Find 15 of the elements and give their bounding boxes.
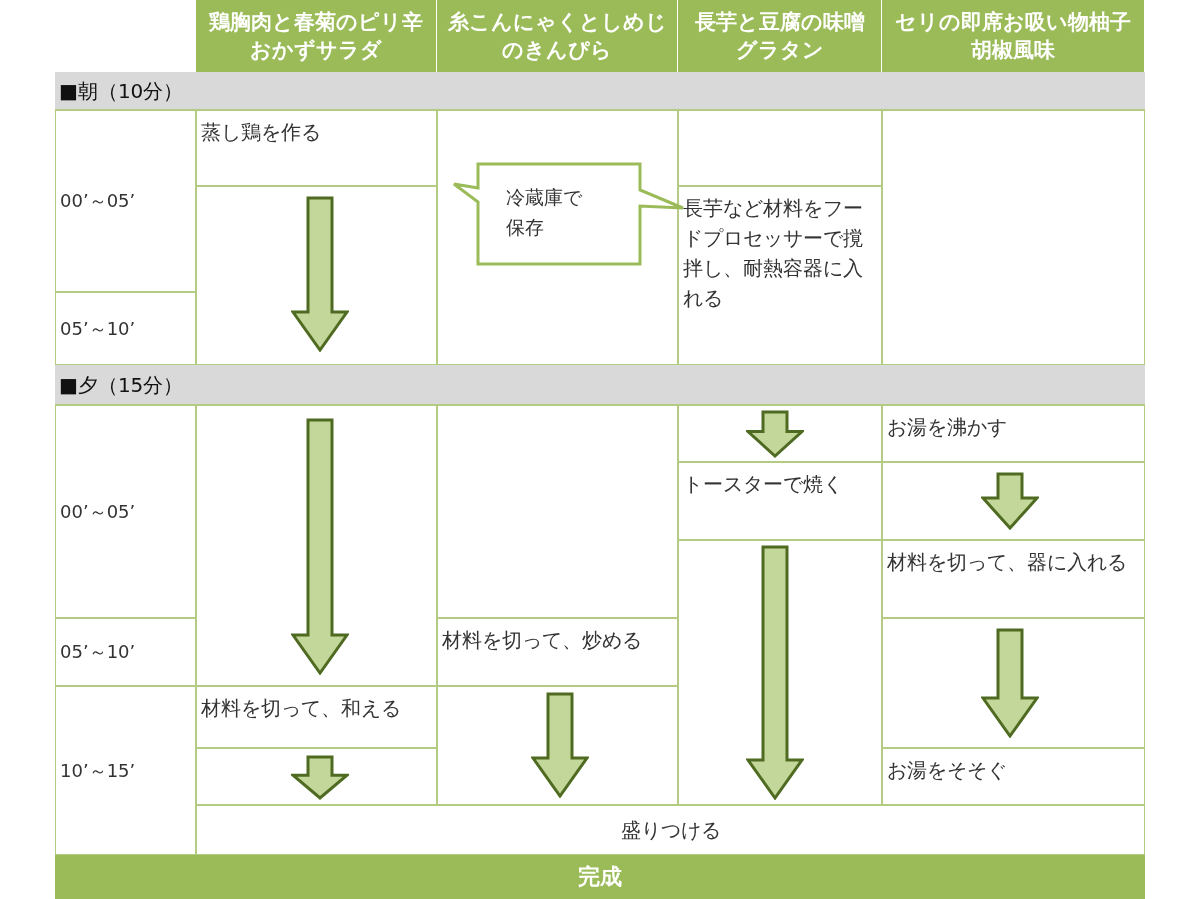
cooking-step: 材料を切って、和える [196,686,437,748]
cooking-step: 材料を切って、炒める [437,618,678,686]
column-heading: 糸こんにゃくとしめじのきんぴら [437,0,678,72]
cooking-step: 材料を切って、器に入れる [882,540,1145,618]
cooking-step: 盛りつける [196,805,1145,855]
column-heading: 鶏胸肉と春菊のピリ辛おかずサラダ [196,0,437,72]
section-heading: ■朝（10分） [55,72,1145,110]
cooking-step: 長芋など材料をフードプロセッサーで撹拌し、耐熱容器に入れる [678,186,882,365]
completion-bar: 完成 [55,855,1145,899]
column-heading: セリの即席お吸い物柚子胡椒風味 [882,0,1145,72]
column-heading: 長芋と豆腐の味噌グラタン [678,0,882,72]
section-heading: ■夕（15分） [55,365,1145,405]
cooking-step: お湯を沸かす [882,405,1145,462]
cooking-step: トースターで焼く [678,462,882,540]
cooking-step: お湯をそそぐ [882,748,1145,805]
